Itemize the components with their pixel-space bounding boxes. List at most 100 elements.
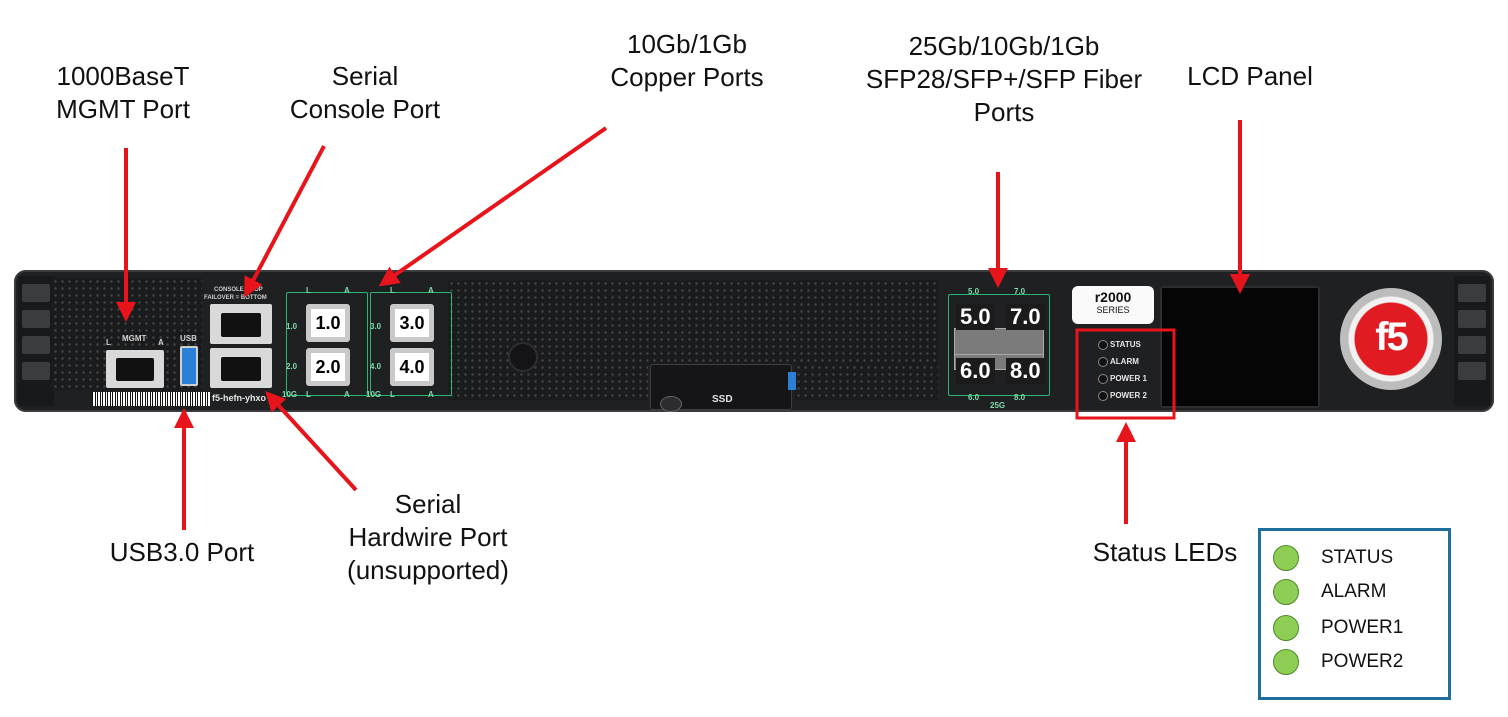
callout-line: SFP28/SFP+/SFP Fiber bbox=[865, 64, 1143, 94]
copper-a-1: A bbox=[344, 286, 350, 295]
callout-line: Copper Ports bbox=[610, 62, 764, 92]
copper-side-1: 1.0 bbox=[286, 322, 298, 331]
ssd-latch[interactable] bbox=[660, 396, 682, 412]
led-dot bbox=[1098, 340, 1108, 350]
left-ear bbox=[18, 276, 54, 406]
callout-mgmt-port: 1000BaseT MGMT Port bbox=[42, 60, 204, 126]
logo-text: f5 bbox=[1375, 315, 1409, 359]
f5-logo: f5 bbox=[1340, 288, 1442, 390]
callout-line: USB3.0 Port bbox=[109, 537, 255, 567]
copper-l-2: L bbox=[390, 286, 395, 295]
callout-fiber-ports: 25Gb/10Gb/1Gb SFP28/SFP+/SFP Fiber Ports bbox=[848, 30, 1160, 129]
legend-item-power1: POWER1 bbox=[1273, 613, 1443, 643]
lcd-panel[interactable] bbox=[1160, 286, 1320, 408]
sfp-port-1[interactable]: 5.0 bbox=[956, 304, 995, 330]
copper-group-left bbox=[286, 292, 368, 396]
copper-bottom-a-2: A bbox=[428, 390, 434, 399]
copper-side-4: 4.0 bbox=[370, 362, 382, 371]
copper-port-label: 1.0 bbox=[311, 309, 345, 337]
copper-port-3[interactable]: 3.0 bbox=[390, 304, 434, 342]
right-ear bbox=[1454, 276, 1490, 406]
led-label: POWER 2 bbox=[1110, 391, 1147, 400]
sfp-group bbox=[948, 294, 1050, 396]
led-label: ALARM bbox=[1110, 357, 1139, 366]
sfp-top-right: 7.0 bbox=[1014, 287, 1026, 296]
copper-bottom-l-1: L bbox=[306, 390, 311, 399]
series-text: SERIES bbox=[1096, 305, 1130, 315]
ssd-led bbox=[788, 372, 796, 390]
sfp-speed: 25G bbox=[990, 401, 1006, 410]
callout-line: 10Gb/1Gb bbox=[627, 29, 747, 59]
copper-port-2[interactable]: 2.0 bbox=[306, 348, 350, 386]
mgmt-label: MGMT bbox=[122, 334, 147, 343]
callout-line: Ports bbox=[973, 97, 1035, 127]
ssd-label: SSD bbox=[712, 394, 733, 405]
copper-port-label: 3.0 bbox=[395, 309, 429, 337]
callout-line: 25Gb/10Gb/1Gb bbox=[908, 31, 1100, 61]
callout-line: 1000BaseT bbox=[56, 61, 190, 91]
copper-port-label: 4.0 bbox=[395, 353, 429, 381]
vent-mesh-center-low bbox=[448, 364, 648, 400]
sfp-port-3[interactable]: 6.0 bbox=[956, 358, 995, 384]
led-indicator-icon bbox=[1273, 615, 1299, 641]
led-dot bbox=[1098, 357, 1108, 367]
arrow-hardwire bbox=[265, 391, 358, 492]
copper-side-2: 2.0 bbox=[286, 362, 298, 371]
copper-bottom-a-1: A bbox=[344, 390, 350, 399]
arrow-copper bbox=[378, 126, 608, 287]
led-dot bbox=[1098, 391, 1108, 401]
sfp-port-4[interactable]: 8.0 bbox=[1006, 358, 1045, 384]
console-bottom-label: FAILOVER = BOTTOM bbox=[204, 295, 267, 301]
legend-item-alarm: ALARM bbox=[1273, 577, 1443, 607]
legend-item-status: STATUS bbox=[1273, 543, 1443, 573]
hardwire-port[interactable] bbox=[210, 348, 272, 388]
copper-port-1[interactable]: 1.0 bbox=[306, 304, 350, 342]
copper-port-4[interactable]: 4.0 bbox=[390, 348, 434, 386]
power-button[interactable] bbox=[508, 342, 538, 372]
callout-copper-ports: 10Gb/1Gb Copper Ports bbox=[592, 28, 782, 94]
legend-item-power2: POWER2 bbox=[1273, 647, 1443, 677]
sfp-bottom-left: 6.0 bbox=[968, 393, 980, 402]
copper-group-right bbox=[370, 292, 452, 396]
led-indicator-icon bbox=[1273, 579, 1299, 605]
mgmt-a: A bbox=[158, 338, 164, 347]
copper-bottom-l-2: L bbox=[390, 390, 395, 399]
legend-label: STATUS bbox=[1321, 547, 1394, 568]
sfp-top-left: 5.0 bbox=[968, 287, 980, 296]
sfp-port-2[interactable]: 7.0 bbox=[1006, 304, 1045, 330]
callout-line: Serial bbox=[331, 61, 399, 91]
mgmt-l: L bbox=[106, 338, 111, 347]
callout-line: LCD Panel bbox=[1187, 61, 1313, 91]
callout-line: (unsupported) bbox=[347, 555, 509, 585]
copper-speed-2: 10G bbox=[366, 390, 382, 399]
led-indicator-icon bbox=[1273, 545, 1299, 571]
status-led-legend: STATUS ALARM POWER1 POWER2 bbox=[1258, 528, 1451, 700]
copper-speed-1: 10G bbox=[282, 390, 298, 399]
copper-port-label: 2.0 bbox=[311, 353, 345, 381]
vent-mesh-center-low2 bbox=[795, 364, 938, 400]
callout-line: Status LEDs bbox=[1092, 537, 1238, 567]
series-model: r2000 bbox=[1094, 289, 1132, 305]
mgmt-port[interactable] bbox=[106, 350, 164, 388]
callout-status-leds: Status LEDs bbox=[1080, 536, 1250, 569]
barcode bbox=[92, 392, 210, 406]
usb-label: USB bbox=[180, 334, 197, 343]
console-top-label: CONSOLE = TOP bbox=[214, 287, 263, 293]
copper-side-3: 3.0 bbox=[370, 322, 382, 331]
status-led-highlight bbox=[1075, 328, 1176, 420]
legend-label: POWER2 bbox=[1321, 651, 1404, 672]
callout-hardwire-port: Serial Hardwire Port (unsupported) bbox=[326, 488, 530, 587]
copper-l-1: L bbox=[306, 286, 311, 295]
console-port[interactable] bbox=[210, 304, 272, 344]
copper-a-2: A bbox=[428, 286, 434, 295]
usb-port[interactable] bbox=[180, 346, 198, 386]
callout-line: Serial bbox=[394, 489, 462, 519]
led-indicator-icon bbox=[1273, 649, 1299, 675]
callout-usb-port: USB3.0 Port bbox=[92, 536, 272, 569]
callout-line: Hardwire Port bbox=[348, 522, 508, 552]
hostname-label: f5-hefn-yhxo bbox=[212, 393, 266, 403]
legend-label: ALARM bbox=[1321, 581, 1387, 602]
led-label: POWER 1 bbox=[1110, 374, 1147, 383]
sfp-bottom-right: 8.0 bbox=[1014, 393, 1026, 402]
